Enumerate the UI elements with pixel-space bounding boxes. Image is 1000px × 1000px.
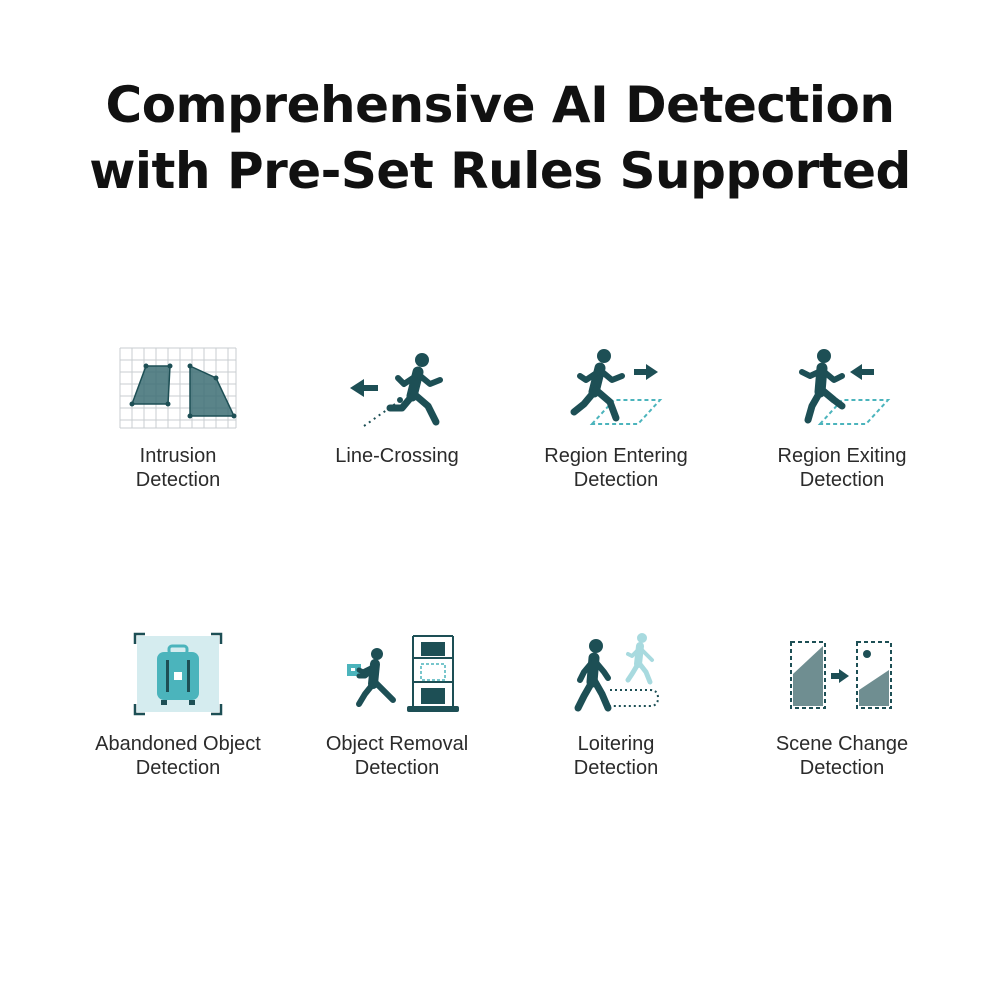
feature-label: Region Entering Detection — [496, 444, 736, 492]
title-line-2: with Pre-Set Rules Supported — [89, 142, 911, 200]
feature-label: Object Removal Detection — [277, 732, 517, 780]
feature-label-line-2: Detection — [799, 469, 885, 491]
abandoned-luggage-icon — [133, 632, 223, 716]
line-crossing-icon — [350, 353, 443, 427]
feature-label-line-1: Abandoned Object — [95, 733, 261, 755]
loitering-icon — [574, 633, 660, 712]
scene-change-icon — [790, 641, 892, 709]
title-line-1: Comprehensive AI Detection — [105, 76, 895, 134]
feature-scene-change-detection: Scene Change Detection — [722, 628, 962, 788]
feature-label-line-1: Region Exiting — [777, 445, 907, 467]
feature-label-line-2: Detection — [573, 469, 659, 491]
feature-label-line-2: Detection — [799, 757, 885, 779]
feature-region-entering-detection: Region Entering Detection — [496, 340, 736, 500]
feature-label: Scene Change Detection — [722, 732, 962, 780]
feature-label-line-1: Object Removal — [325, 733, 469, 755]
feature-label: Loitering Detection — [496, 732, 736, 780]
feature-label-line-2: Detection — [135, 757, 221, 779]
region-entering-icon — [570, 349, 663, 425]
feature-label-line-2: Detection — [354, 757, 440, 779]
feature-label-line-1: Scene Change — [775, 733, 909, 755]
feature-loitering-detection: Loitering Detection — [496, 628, 736, 788]
region-exiting-icon — [799, 349, 891, 425]
feature-label-line-1: Line-Crossing — [335, 445, 459, 467]
feature-label-line-2: Detection — [573, 757, 659, 779]
feature-label: Region Exiting Detection — [722, 444, 962, 492]
page-title: Comprehensive AI Detection with Pre-Set … — [0, 72, 1000, 204]
feature-label: Abandoned Object Detection — [58, 732, 298, 780]
feature-intrusion-detection: Intrusion Detection — [58, 340, 298, 500]
feature-label-line-2: Detection — [135, 469, 221, 491]
feature-line-crossing: Line-Crossing — [277, 340, 517, 500]
feature-label: Intrusion Detection — [58, 444, 298, 492]
feature-abandoned-object-detection: Abandoned Object Detection — [58, 628, 298, 788]
feature-region-exiting-detection: Region Exiting Detection — [722, 340, 962, 500]
feature-label: Line-Crossing — [277, 444, 517, 468]
object-removal-icon — [347, 635, 459, 712]
feature-label-line-1: Loitering — [577, 733, 655, 755]
feature-label-line-1: Intrusion — [139, 445, 217, 467]
feature-label-line-1: Region Entering — [544, 445, 688, 467]
intrusion-grid-icon — [119, 347, 237, 429]
feature-object-removal-detection: Object Removal Detection — [277, 628, 517, 788]
